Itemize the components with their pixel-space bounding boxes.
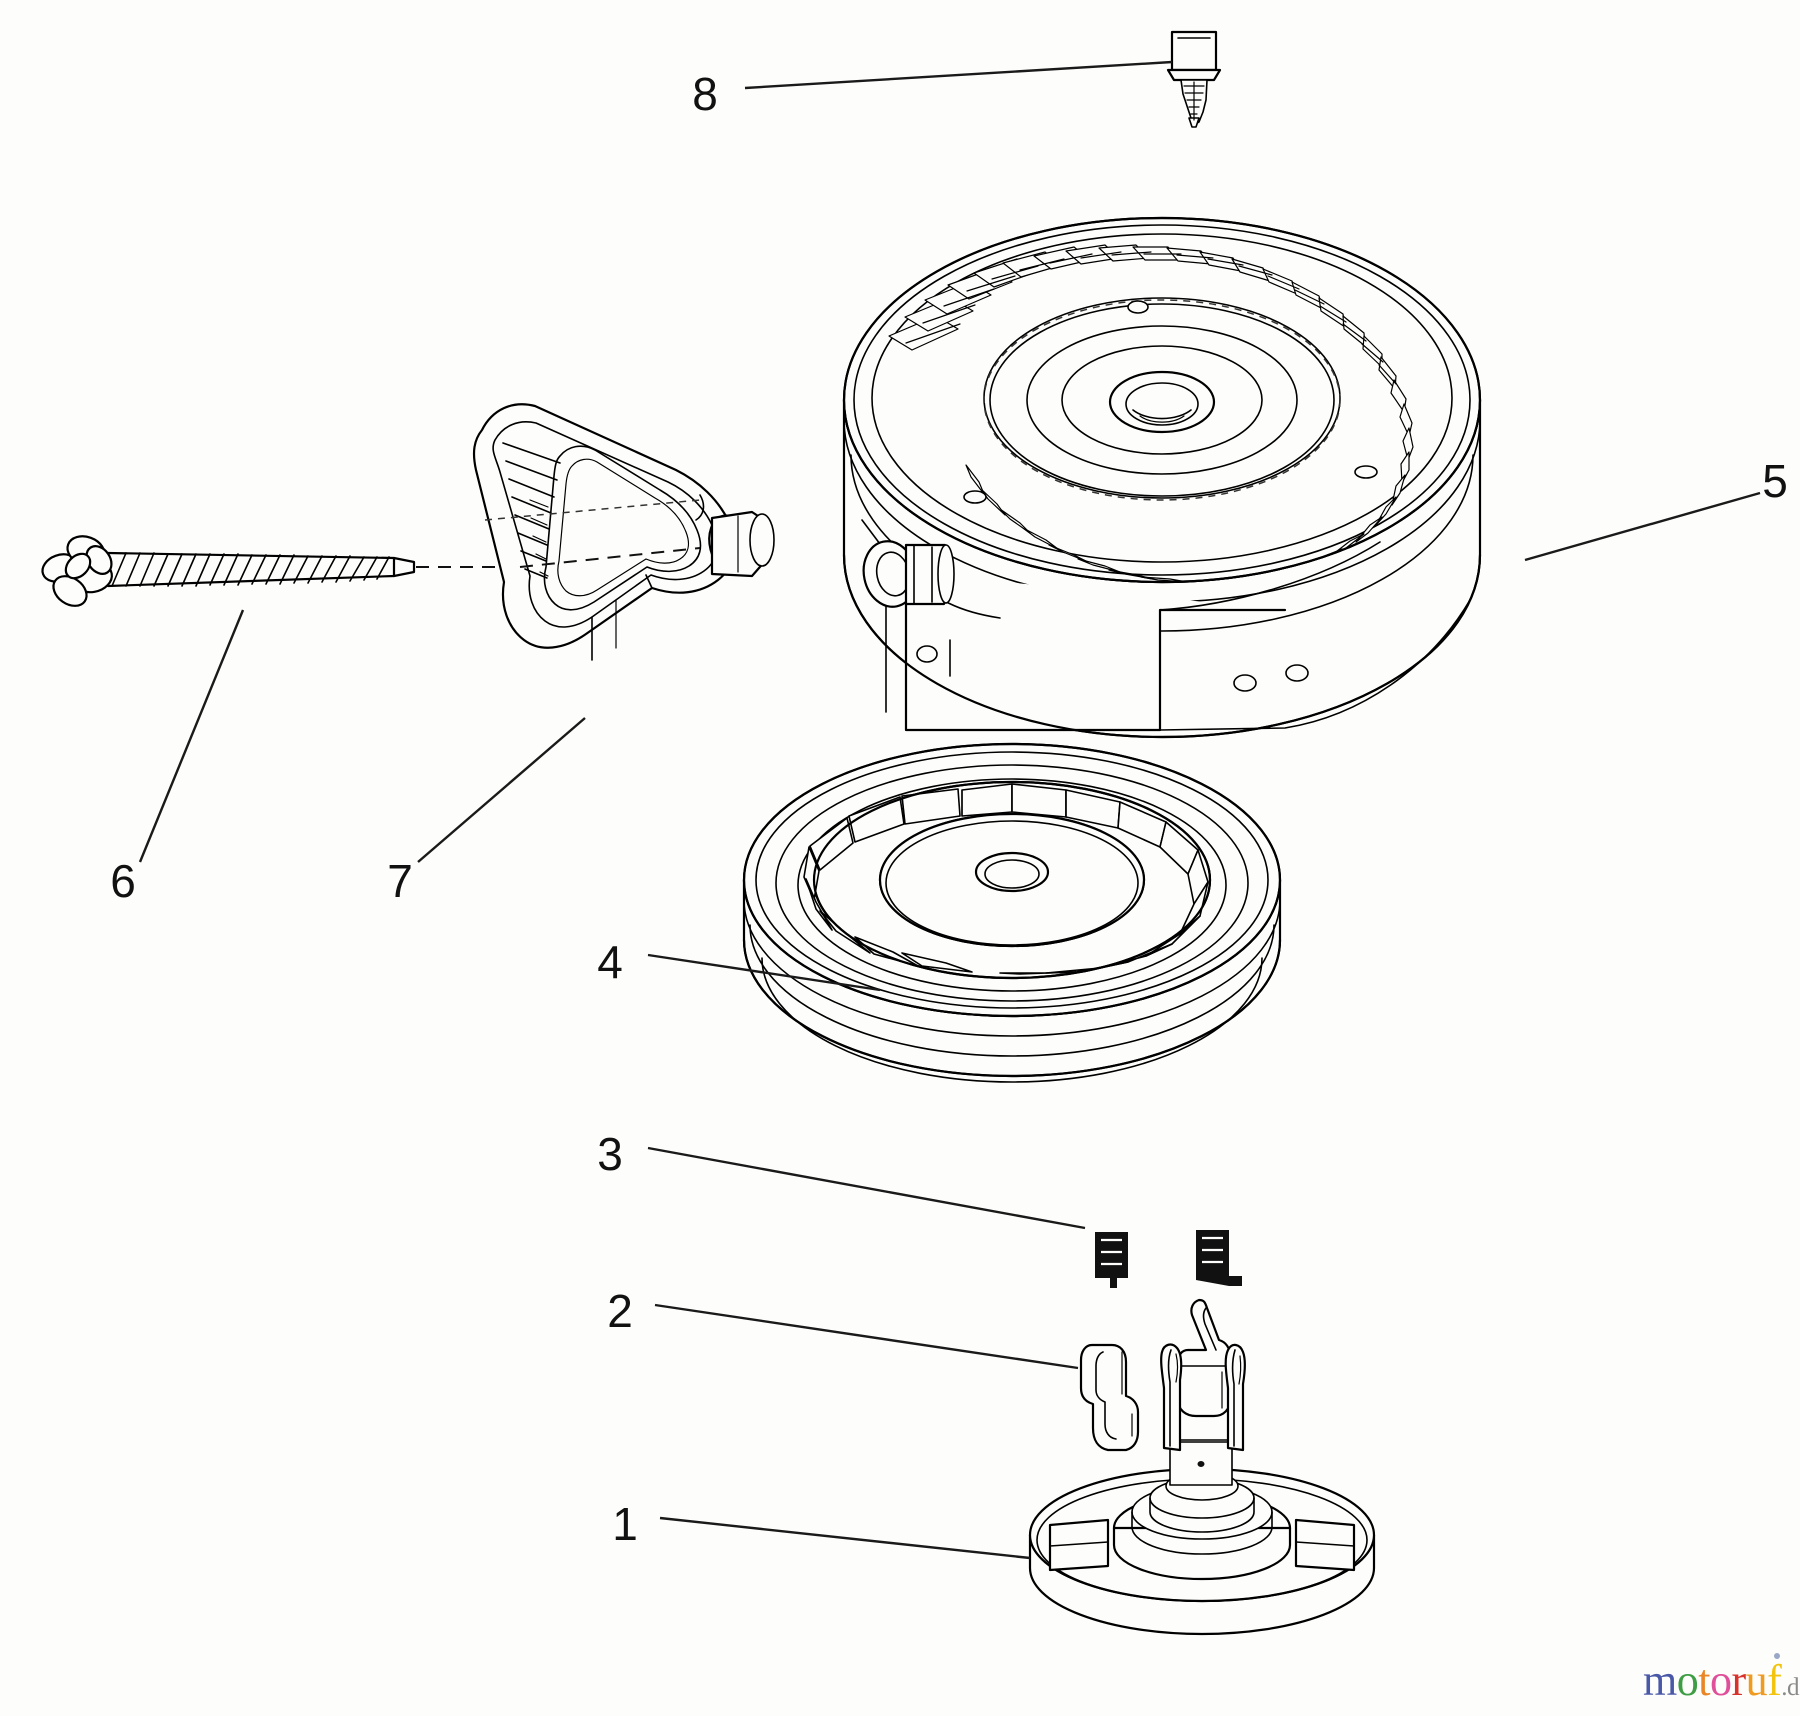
callout-7: 7	[387, 855, 413, 907]
part-starter-brake-disc	[1028, 1343, 1376, 1636]
brake-prong-left	[1160, 1343, 1183, 1452]
leader-6	[138, 609, 245, 863]
assembly-axis-handle	[519, 547, 701, 568]
handle-rope-boss	[708, 510, 775, 578]
leader-1	[659, 1516, 1031, 1560]
callout-1: 1	[612, 1498, 638, 1550]
logo-letter-u: u	[1745, 1656, 1768, 1705]
logo-letter-o1: o	[1676, 1656, 1699, 1705]
brake-prong-right	[1224, 1343, 1246, 1452]
leader-5	[1524, 491, 1761, 562]
leader-4	[647, 953, 881, 992]
assembly-axis-handle-secondary	[484, 499, 701, 521]
callout-2: 2	[607, 1285, 633, 1337]
part-pawl-spring-clip	[1095, 1230, 1242, 1288]
part-mounting-screw	[1166, 30, 1222, 128]
callout-5: 5	[1762, 455, 1788, 507]
leader-8	[744, 60, 1173, 90]
motoruf-watermark-logo: motoruf.de	[1643, 1653, 1800, 1706]
callout-4: 4	[597, 936, 623, 988]
logo-letter-m: m	[1643, 1656, 1677, 1705]
logo-letter-o2: o	[1709, 1656, 1732, 1705]
part-starter-handle-grip	[472, 403, 775, 661]
logo-letter-f: f	[1767, 1656, 1782, 1705]
part-rope-pulley-sheave	[742, 742, 1282, 1083]
callout-6: 6	[110, 855, 136, 907]
leader-lines	[138, 60, 1761, 1560]
logo-letter-r: r	[1731, 1656, 1746, 1705]
callout-3: 3	[597, 1128, 623, 1180]
logo-dot-accent	[1773, 1653, 1780, 1659]
rope-knot	[41, 535, 113, 607]
rope-outlet-port	[862, 540, 955, 608]
callout-8: 8	[692, 68, 718, 120]
leader-7	[417, 717, 586, 863]
logo-suffix: .de	[1781, 1674, 1800, 1701]
leader-3	[647, 1146, 1086, 1230]
leader-2	[654, 1303, 1079, 1370]
part-starter-rope	[41, 535, 416, 607]
callout-numbers: 8 5 6 7 4 3 2 1	[110, 68, 1788, 1550]
part-starter-pawl	[1079, 1298, 1232, 1452]
logo-letter-t: t	[1698, 1656, 1710, 1705]
part-starter-housing-cover	[842, 216, 1482, 739]
